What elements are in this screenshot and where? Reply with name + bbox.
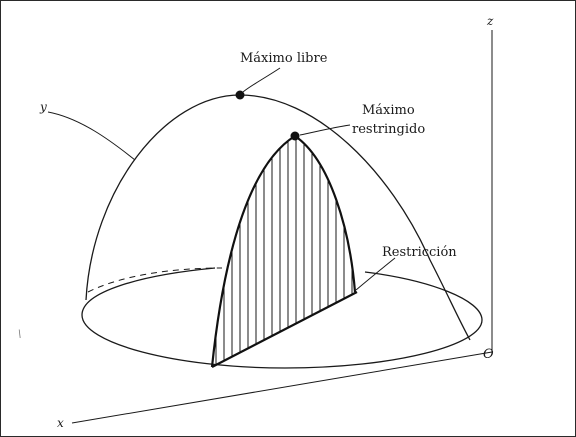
free-maximum-point [235,90,245,100]
stray-mark: \ [18,329,21,340]
dome-base-ellipse-hidden [87,267,223,293]
y-leader-line [47,111,136,161]
origin-label: O [483,347,494,362]
constraint-label: Restricción [382,245,457,260]
free-maximum-label: Máximo libre [240,51,328,66]
constrained-maximum-label-line1: Máximo [362,103,415,118]
constraint-slice-hatching [215,136,353,367]
free-max-leader [242,67,281,93]
constraint-leader [355,257,396,291]
dome-outline [85,94,471,341]
x-axis-line [71,351,493,424]
dome-base-ellipse-front [81,267,483,369]
z-axis-label: z [486,14,494,28]
y-axis-label: y [39,100,47,114]
x-axis-label: x [57,416,64,430]
constrained-curve [210,134,357,368]
constrained-maximum-point [290,131,300,141]
constraint-line [211,291,358,368]
constrained-max-leader [299,124,351,136]
constrained-maximum-label-line2: restringido [352,122,425,137]
